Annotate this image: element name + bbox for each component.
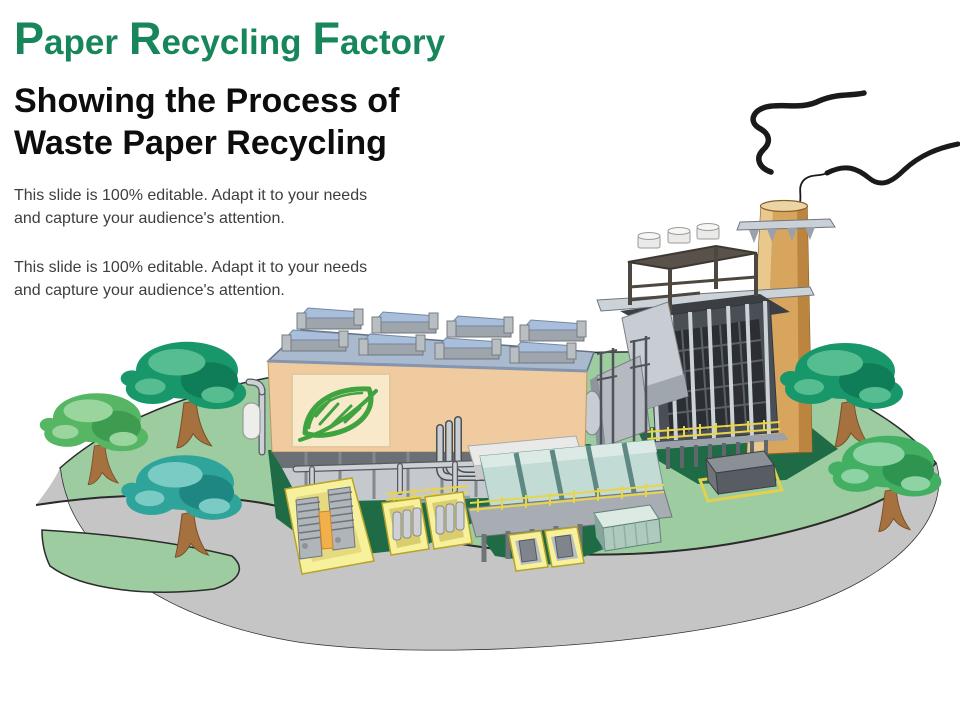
smoke-icon: [750, 90, 960, 207]
subtitle-line-1: Showing the Process of: [14, 82, 400, 120]
trees: [39, 341, 942, 558]
tree-icon: [39, 393, 149, 486]
leaf-logo-icon: [298, 386, 378, 442]
tree-icon: [120, 341, 247, 449]
tree-icon: [780, 343, 903, 448]
rooftop-hvac-units-icon: [281, 307, 587, 364]
duct-icon: [581, 301, 689, 456]
body-text-2: This slide is 100% editable. Adapt it to…: [14, 259, 368, 299]
tower-scaffold-icon: [627, 223, 758, 312]
flue-gas-tower-icon: [596, 286, 815, 470]
slide-subtitle: Showing the Process of Waste Paper Recyc…: [14, 80, 399, 164]
storage-containers-icon: [593, 450, 785, 552]
body-text-1: This slide is 100% editable. Adapt it to…: [14, 187, 368, 227]
tree-icon: [828, 435, 942, 532]
scaffold-drums-icon: [637, 223, 720, 249]
yellow-equipment-pits-icon: [284, 477, 585, 575]
subtitle-line-2: Waste Paper Recycling: [14, 124, 387, 162]
tree-icon: [121, 455, 242, 558]
